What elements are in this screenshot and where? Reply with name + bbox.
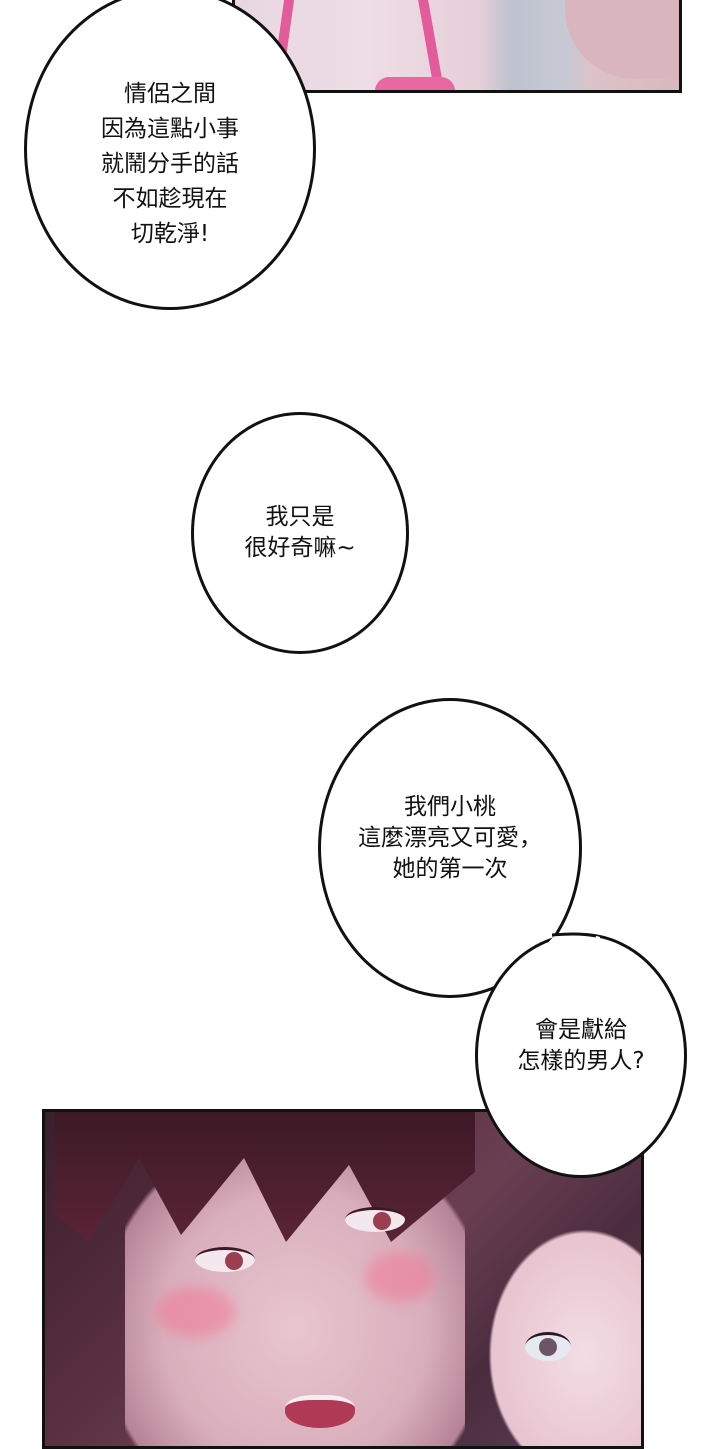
bubble-connector	[510, 932, 600, 1005]
speech-bubble: 我只是 很好奇嘛~	[191, 412, 409, 654]
speech-bubble: 會是獻給 怎樣的男人?	[475, 933, 687, 1178]
speech-text: 會是獻給 怎樣的男人?	[517, 1016, 645, 1074]
pink-top-illustration	[375, 77, 455, 90]
blush-illustration	[155, 1287, 235, 1337]
comic-panel-bottom	[42, 1109, 644, 1449]
speech-bubble: 情侶之間 因為這點小事 就鬧分手的話 不如趁現在 切乾淨!	[24, 0, 316, 310]
speech-text: 我們小桃 這麼漂亮又可愛， 她的第一次	[358, 793, 542, 882]
face-illustration	[565, 0, 679, 79]
eye-illustration	[345, 1207, 405, 1232]
comic-panel-top	[232, 0, 682, 93]
speech-text: 情侶之間 因為這點小事 就鬧分手的話 不如趁現在 切乾淨!	[101, 80, 239, 247]
blush-illustration	[365, 1252, 435, 1302]
eye-illustration	[195, 1247, 255, 1272]
pink-strap-illustration	[417, 0, 443, 79]
eye-illustration	[525, 1332, 571, 1361]
mouth-illustration	[285, 1395, 355, 1428]
speech-text: 我只是 很好奇嘛~	[244, 504, 356, 561]
female-face-illustration	[475, 1212, 641, 1446]
